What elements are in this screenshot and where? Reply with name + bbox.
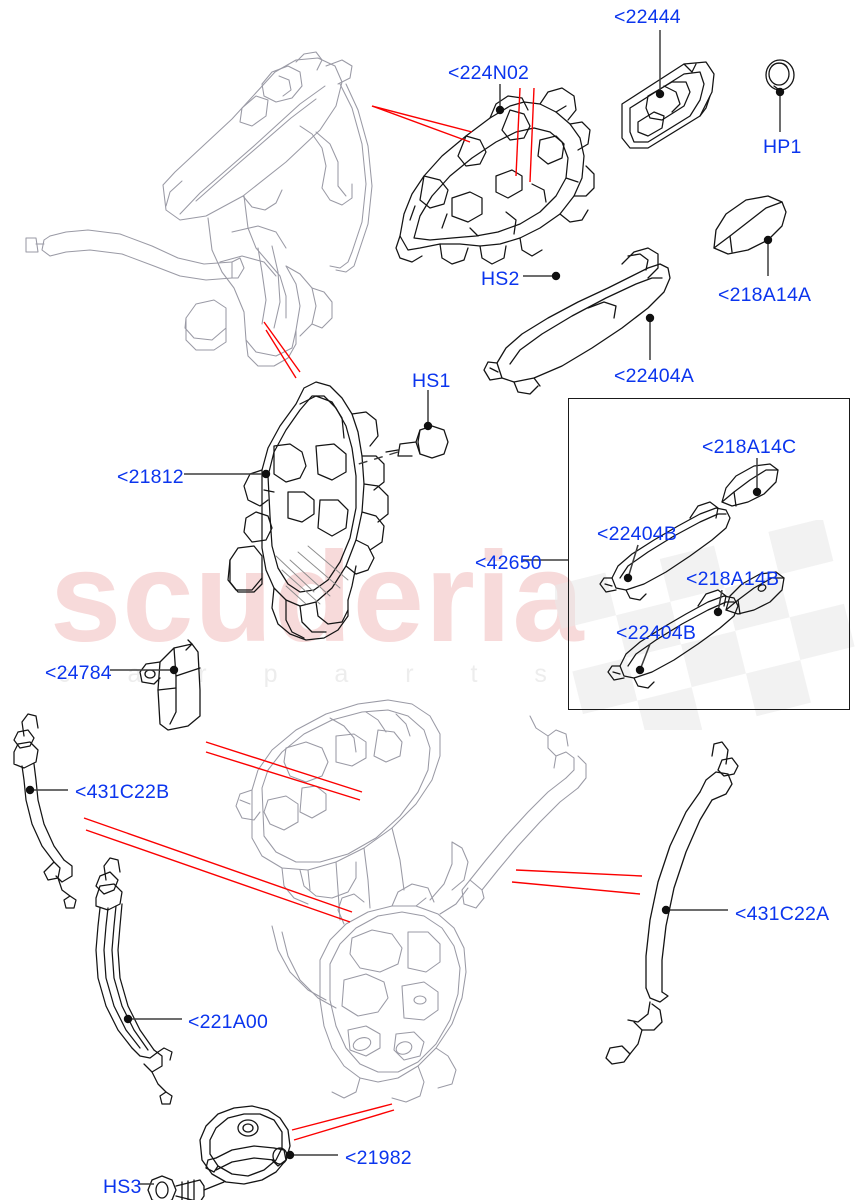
callout-21812[interactable]: <21812 bbox=[117, 466, 184, 488]
callout-218A14C[interactable]: <218A14C bbox=[702, 436, 797, 458]
callout-HS2[interactable]: HS2 bbox=[481, 268, 520, 290]
callout-221A00[interactable]: <221A00 bbox=[188, 1011, 269, 1033]
inset-panel-alternate-handle-kit bbox=[568, 398, 850, 710]
callout-42650[interactable]: <42650 bbox=[475, 552, 542, 574]
callout-224N02[interactable]: <224N02 bbox=[448, 62, 530, 84]
callout-218A14B[interactable]: <218A14B bbox=[686, 568, 780, 590]
callout-HS3[interactable]: HS3 bbox=[103, 1176, 142, 1198]
callout-22444[interactable]: <22444 bbox=[614, 6, 681, 28]
callout-21982[interactable]: <21982 bbox=[345, 1147, 412, 1169]
callout-HS1[interactable]: HS1 bbox=[412, 370, 451, 392]
callout-22404B-upper[interactable]: <22404B bbox=[597, 523, 678, 545]
callout-22404A[interactable]: <22404A bbox=[614, 365, 695, 387]
callout-431C22B[interactable]: <431C22B bbox=[75, 781, 170, 803]
callout-218A14A[interactable]: <218A14A bbox=[718, 284, 812, 306]
callout-24784[interactable]: <24784 bbox=[45, 662, 112, 684]
callout-HP1[interactable]: HP1 bbox=[763, 136, 802, 158]
callout-431C22A[interactable]: <431C22A bbox=[735, 903, 830, 925]
callout-22404B-lower[interactable]: <22404B bbox=[616, 622, 697, 644]
